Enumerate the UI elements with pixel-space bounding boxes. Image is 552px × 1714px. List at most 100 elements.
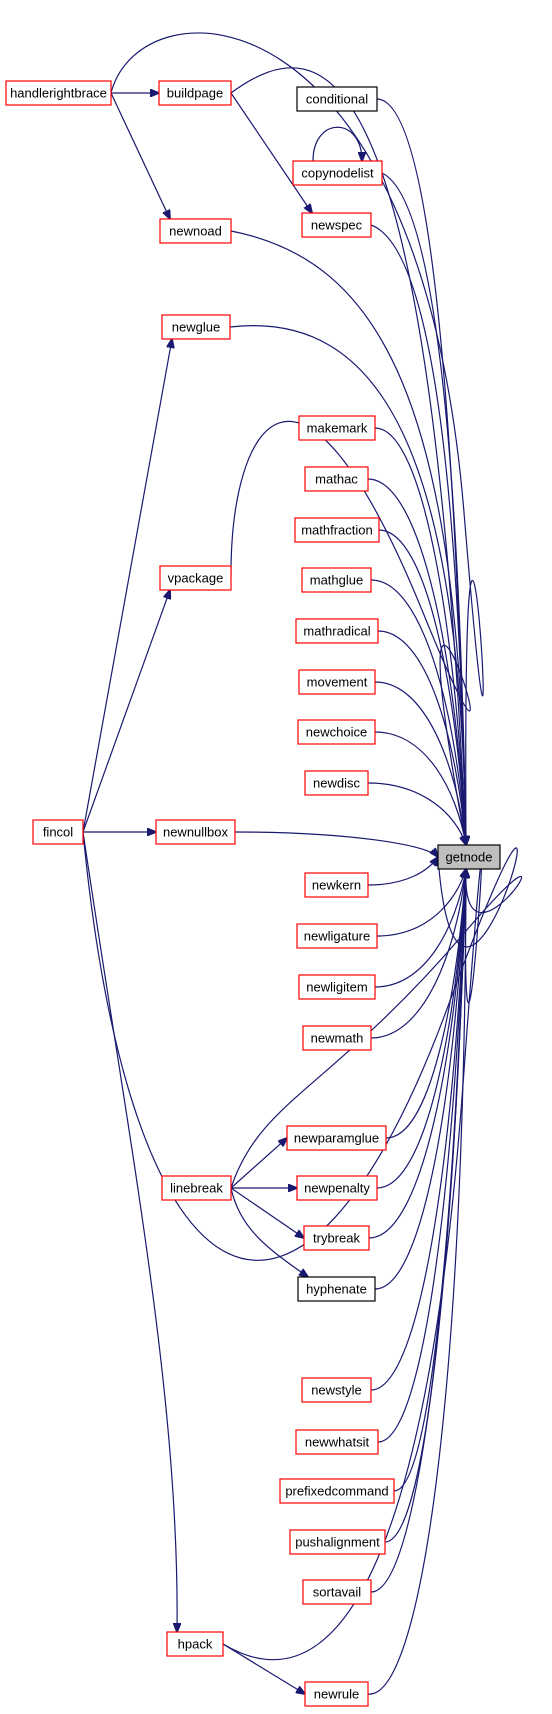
node-label: hpack <box>178 1637 213 1652</box>
edge-mathfraction-to-getnode <box>378 529 466 845</box>
node-box <box>304 466 369 492</box>
node-pushalignment[interactable]: pushalignment <box>289 1529 386 1555</box>
node-box <box>296 1175 378 1201</box>
node-label: newnoad <box>169 224 222 239</box>
node-label: newkern <box>312 878 361 893</box>
node-box <box>279 1478 395 1504</box>
node-label: makemark <box>307 421 368 436</box>
edge-mathradical-to-getnode <box>377 630 466 845</box>
edge-hpack-to-getnode <box>222 860 483 1661</box>
node-box <box>166 1631 224 1657</box>
node-label: buildpage <box>167 86 223 101</box>
node-newwhatsit[interactable]: newwhatsit <box>295 1429 379 1455</box>
node-box <box>161 314 231 340</box>
edge-newparamglue-to-getnode <box>385 869 466 1139</box>
node-label: fincol <box>43 825 73 840</box>
node-label: newspec <box>311 218 363 233</box>
node-hpack[interactable]: hpack <box>166 1631 224 1657</box>
edge-newkern-to-getnode <box>367 857 438 886</box>
node-newnoad[interactable]: newnoad <box>159 218 232 244</box>
node-label: pushalignment <box>295 1535 380 1550</box>
node-newspec[interactable]: newspec <box>301 212 372 238</box>
node-box <box>158 80 232 106</box>
node-label: mathac <box>315 472 358 487</box>
node-box <box>304 770 369 796</box>
node-label: newligitem <box>306 980 367 995</box>
node-mathac[interactable]: mathac <box>304 466 369 492</box>
edge-linebreak-to-newparamglue <box>230 1138 287 1189</box>
node-getnode[interactable]: getnode <box>437 844 501 870</box>
node-mathfraction[interactable]: mathfraction <box>294 517 380 543</box>
edge-makemark-to-getnode <box>374 427 466 845</box>
node-newpenalty[interactable]: newpenalty <box>296 1175 378 1201</box>
node-prefixedcommand[interactable]: prefixedcommand <box>279 1478 395 1504</box>
node-label: handlerightbrace <box>10 86 107 101</box>
edge-newpenalty-to-getnode <box>376 869 466 1189</box>
node-fincol[interactable]: fincol <box>32 819 84 845</box>
node-box <box>292 160 383 186</box>
node-label: newrule <box>314 1687 360 1702</box>
edge-linebreak-to-getnode <box>230 869 523 1189</box>
node-box <box>302 1579 372 1605</box>
edge-linebreak-to-trybreak <box>230 1187 304 1238</box>
node-label: newmath <box>311 1031 364 1046</box>
node-label: hyphenate <box>306 1282 367 1297</box>
edge-newdisc-to-getnode <box>367 782 466 845</box>
node-label: newstyle <box>311 1383 362 1398</box>
node-newchoice[interactable]: newchoice <box>297 719 376 745</box>
node-newnullbox[interactable]: newnullbox <box>155 819 236 845</box>
node-newstyle[interactable]: newstyle <box>301 1377 372 1403</box>
node-linebreak[interactable]: linebreak <box>161 1175 232 1201</box>
node-trybreak[interactable]: trybreak <box>303 1225 370 1251</box>
node-label: conditional <box>306 92 368 107</box>
edge-newnullbox-to-getnode <box>234 831 438 857</box>
edge-newrule-to-getnode <box>367 869 466 1695</box>
node-box <box>296 86 378 112</box>
edge-fincol-to-hpack <box>82 831 177 1632</box>
node-newligitem[interactable]: newligitem <box>298 974 376 1000</box>
node-hyphenate[interactable]: hyphenate <box>297 1276 376 1302</box>
edge-mathac-to-getnode <box>367 478 466 845</box>
node-sortavail[interactable]: sortavail <box>302 1579 372 1605</box>
node-mathglue[interactable]: mathglue <box>301 567 372 593</box>
node-newligature[interactable]: newligature <box>296 923 378 949</box>
edges-layer <box>82 32 523 1695</box>
node-movement[interactable]: movement <box>298 669 376 695</box>
node-newmath[interactable]: newmath <box>302 1025 372 1051</box>
node-label: mathglue <box>310 573 363 588</box>
node-conditional[interactable]: conditional <box>296 86 378 112</box>
edge-vpackage-to-getnode <box>230 421 471 845</box>
node-label: newchoice <box>306 725 367 740</box>
node-vpackage[interactable]: vpackage <box>159 565 232 591</box>
node-box <box>304 1681 369 1707</box>
node-copynodelist[interactable]: copynodelist <box>292 160 383 186</box>
edge-linebreak-to-hyphenate <box>230 1187 308 1277</box>
node-newdisc[interactable]: newdisc <box>304 770 369 796</box>
node-newrule[interactable]: newrule <box>304 1681 369 1707</box>
node-box <box>289 1529 386 1555</box>
node-box <box>295 618 379 644</box>
node-newkern[interactable]: newkern <box>304 872 369 898</box>
node-label: newparamglue <box>294 1131 379 1146</box>
node-label: vpackage <box>168 571 224 586</box>
node-newglue[interactable]: newglue <box>161 314 231 340</box>
node-newparamglue[interactable]: newparamglue <box>286 1125 387 1151</box>
node-buildpage[interactable]: buildpage <box>158 80 232 106</box>
edge-newstyle-to-getnode <box>370 869 466 1391</box>
node-makemark[interactable]: makemark <box>298 415 376 441</box>
node-label: newwhatsit <box>305 1435 370 1450</box>
node-label: getnode <box>446 850 493 865</box>
edge-buildpage-to-newspec <box>230 92 312 213</box>
node-mathradical[interactable]: mathradical <box>295 618 379 644</box>
node-label: mathfraction <box>301 523 373 538</box>
node-handlerightbrace[interactable]: handlerightbrace <box>5 80 112 106</box>
node-box <box>296 923 378 949</box>
edge-newchoice-to-getnode <box>374 731 466 845</box>
edge-newnoad-to-getnode <box>230 230 466 845</box>
edge-newwhatsit-to-getnode <box>377 869 466 1443</box>
node-label: trybreak <box>313 1231 360 1246</box>
node-box <box>303 1225 370 1251</box>
edge-pushalignment-to-getnode <box>384 869 466 1543</box>
edge-handlerightbrace-to-newnoad <box>110 92 170 219</box>
